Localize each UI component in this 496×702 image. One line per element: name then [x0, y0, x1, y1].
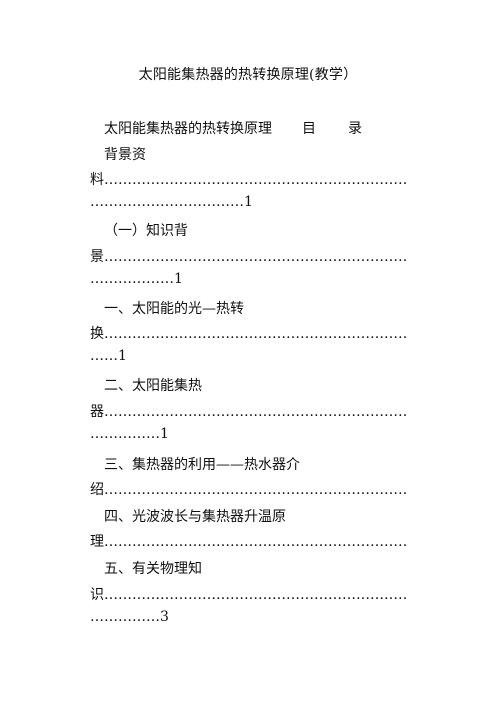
toc-entry-leader: 换……………………………………………………………………: [90, 326, 408, 342]
toc-header-lu: 录: [348, 121, 362, 137]
toc-entry-page-line: ……1: [90, 348, 127, 364]
toc-entry-label: 一、太阳能的光—热转: [104, 301, 244, 317]
toc-entry-page-line: ……………………………1: [90, 194, 253, 210]
toc-page-number: 1: [160, 426, 169, 442]
toc-entry-label: 背景资: [104, 147, 146, 163]
toc-page-number: 3: [160, 609, 169, 625]
toc-header-mu: 目: [302, 121, 316, 137]
toc-page-number: 1: [174, 271, 183, 287]
toc-entry-label: 二、太阳能集热: [104, 378, 202, 394]
toc-entry-page-line: ………………1: [90, 271, 183, 287]
toc-header: 太阳能集热器的热转换原理 目 录: [104, 118, 362, 138]
toc-entry-leader: 理……………………………………………………………3: [90, 534, 408, 550]
toc-entry-label: 五、有关物理知: [104, 561, 202, 577]
document-title: 太阳能集热器的热转换原理(教学）: [138, 67, 358, 83]
toc-entry-page-line: ……………1: [90, 426, 169, 442]
toc-header-title: 太阳能集热器的热转换原理: [104, 121, 272, 137]
toc-entry-page-line: ……………3: [90, 609, 169, 625]
toc-entry-label: 三、集热器的利用——热水器介: [104, 457, 300, 473]
toc-entry-leader: 料……………………………………………………………………: [90, 172, 408, 188]
toc-page-number: 1: [118, 348, 127, 364]
toc-page-number: 1: [244, 194, 253, 210]
toc-entry-leader: 器……………………………………………………………………: [90, 404, 408, 420]
toc-entry-label: （一）知识背: [104, 223, 188, 239]
toc-entry-leader: 识……………………………………………………………………: [90, 587, 408, 603]
toc-entry-leader: 绍…………………………………………………………2: [90, 482, 408, 498]
toc-entry-label: 四、光波波长与集热器升温原: [104, 509, 286, 525]
toc-entry-leader: 景……………………………………………………………………: [90, 249, 408, 265]
